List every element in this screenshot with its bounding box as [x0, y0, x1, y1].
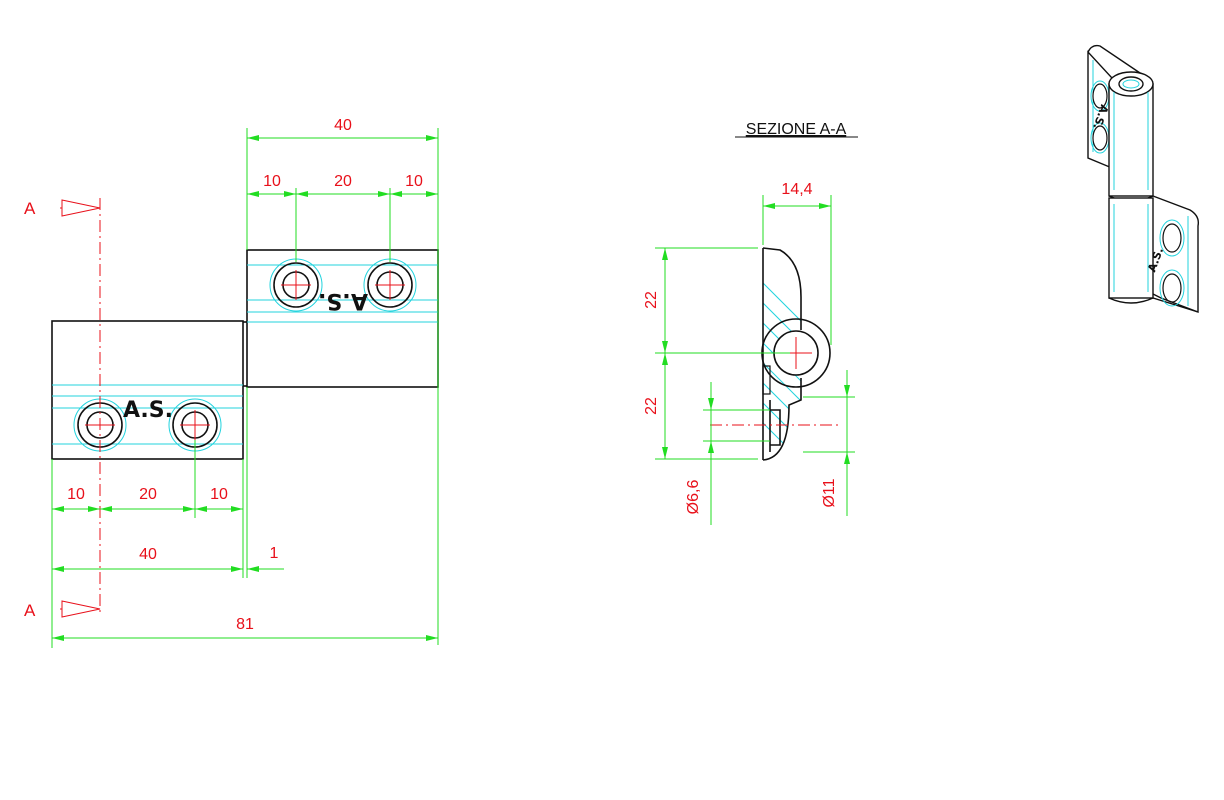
dimensions-bottom-leaf: 10 20 10 40 1 81 — [51, 387, 438, 648]
section-marker-bottom: A — [24, 601, 36, 620]
dim-bottom-edge-left: 10 — [67, 486, 85, 503]
dim-height-lower: 22 — [643, 397, 660, 415]
section-hatching — [763, 259, 813, 460]
dim-bottom-length: 40 — [139, 546, 157, 563]
dim-gap: 1 — [270, 545, 279, 562]
dim-height-upper: 22 — [643, 291, 660, 309]
top-leaf: A.S. — [246, 249, 439, 388]
logo-top-leaf: A.S. — [318, 288, 368, 313]
front-view: A.S. A.S. — [24, 117, 439, 648]
dim-bottom-pitch: 20 — [139, 486, 157, 503]
section-title: SEZIONE A-A — [746, 121, 847, 138]
dim-total-length: 81 — [236, 616, 254, 633]
section-marker-top: A — [24, 199, 36, 218]
dim-counterbore-diameter: Ø11 — [821, 478, 838, 507]
bottom-leaf: A.S. — [51, 320, 247, 460]
dim-top-overall: 40 — [334, 117, 352, 134]
logo-bottom-leaf: A.S. — [123, 398, 173, 423]
dim-section-width: 14,4 — [781, 181, 812, 198]
dimensions-top-leaf: 40 10 20 10 — [246, 117, 439, 645]
dim-bottom-edge-right: 10 — [210, 486, 228, 503]
section-view: SEZIONE A-A — [643, 121, 858, 525]
section-line-a-a: A A — [24, 198, 101, 620]
dim-top-pitch: 20 — [334, 173, 352, 190]
dim-hole-diameter: Ø6,6 — [685, 480, 702, 515]
dim-top-edge-left: 10 — [263, 173, 281, 190]
dim-top-edge-right: 10 — [405, 173, 423, 190]
isometric-view: A.S. A.S. — [1087, 44, 1200, 314]
